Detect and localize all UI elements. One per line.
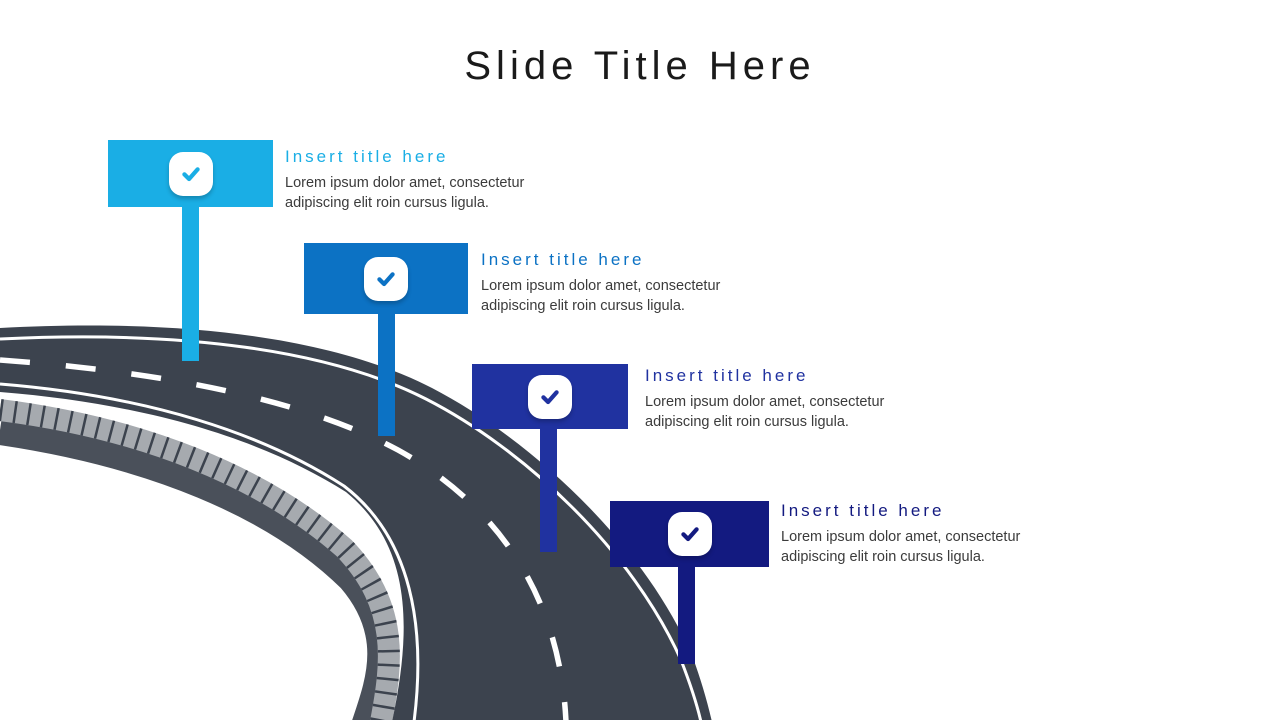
milestone-text-1: Insert title here Lorem ipsum dolor amet… bbox=[285, 147, 547, 213]
milestone-text-3: Insert title here Lorem ipsum dolor amet… bbox=[645, 366, 907, 432]
road-asphalt bbox=[0, 325, 712, 720]
signpost-board-2 bbox=[304, 243, 468, 314]
signpost-board-1 bbox=[108, 140, 273, 207]
milestone-text-2: Insert title here Lorem ipsum dolor amet… bbox=[481, 250, 743, 316]
milestone-body: Lorem ipsum dolor amet, consectetur adip… bbox=[781, 529, 1021, 565]
road-edge-line-inner bbox=[0, 382, 420, 720]
signpost-pole-3 bbox=[540, 427, 557, 552]
slide-title: Slide Title Here bbox=[464, 44, 816, 88]
road-lane-dashes bbox=[0, 357, 569, 720]
signpost-pole-1 bbox=[182, 206, 199, 361]
milestone-title: Insert title here bbox=[645, 366, 809, 385]
signpost-board-4 bbox=[610, 501, 769, 567]
milestone-text-4: Insert title here Lorem ipsum dolor amet… bbox=[781, 501, 1043, 567]
signpost-pole-4 bbox=[678, 565, 695, 664]
milestone-body: Lorem ipsum dolor amet, consectetur adip… bbox=[645, 394, 885, 430]
signpost-board-3 bbox=[472, 364, 628, 429]
check-icon bbox=[168, 151, 213, 196]
check-icon bbox=[528, 374, 572, 419]
milestone-title: Insert title here bbox=[781, 501, 945, 520]
check-icon bbox=[667, 512, 712, 556]
milestone-title: Insert title here bbox=[285, 147, 449, 166]
road-edge-line-outer bbox=[0, 335, 703, 720]
road-guardrail-posts bbox=[0, 399, 400, 720]
milestone-title: Insert title here bbox=[481, 250, 645, 269]
milestone-body: Lorem ipsum dolor amet, consectetur adip… bbox=[285, 175, 525, 211]
milestone-body: Lorem ipsum dolor amet, consectetur adip… bbox=[481, 278, 721, 314]
signpost-pole-2 bbox=[378, 310, 395, 436]
check-icon bbox=[364, 256, 408, 301]
